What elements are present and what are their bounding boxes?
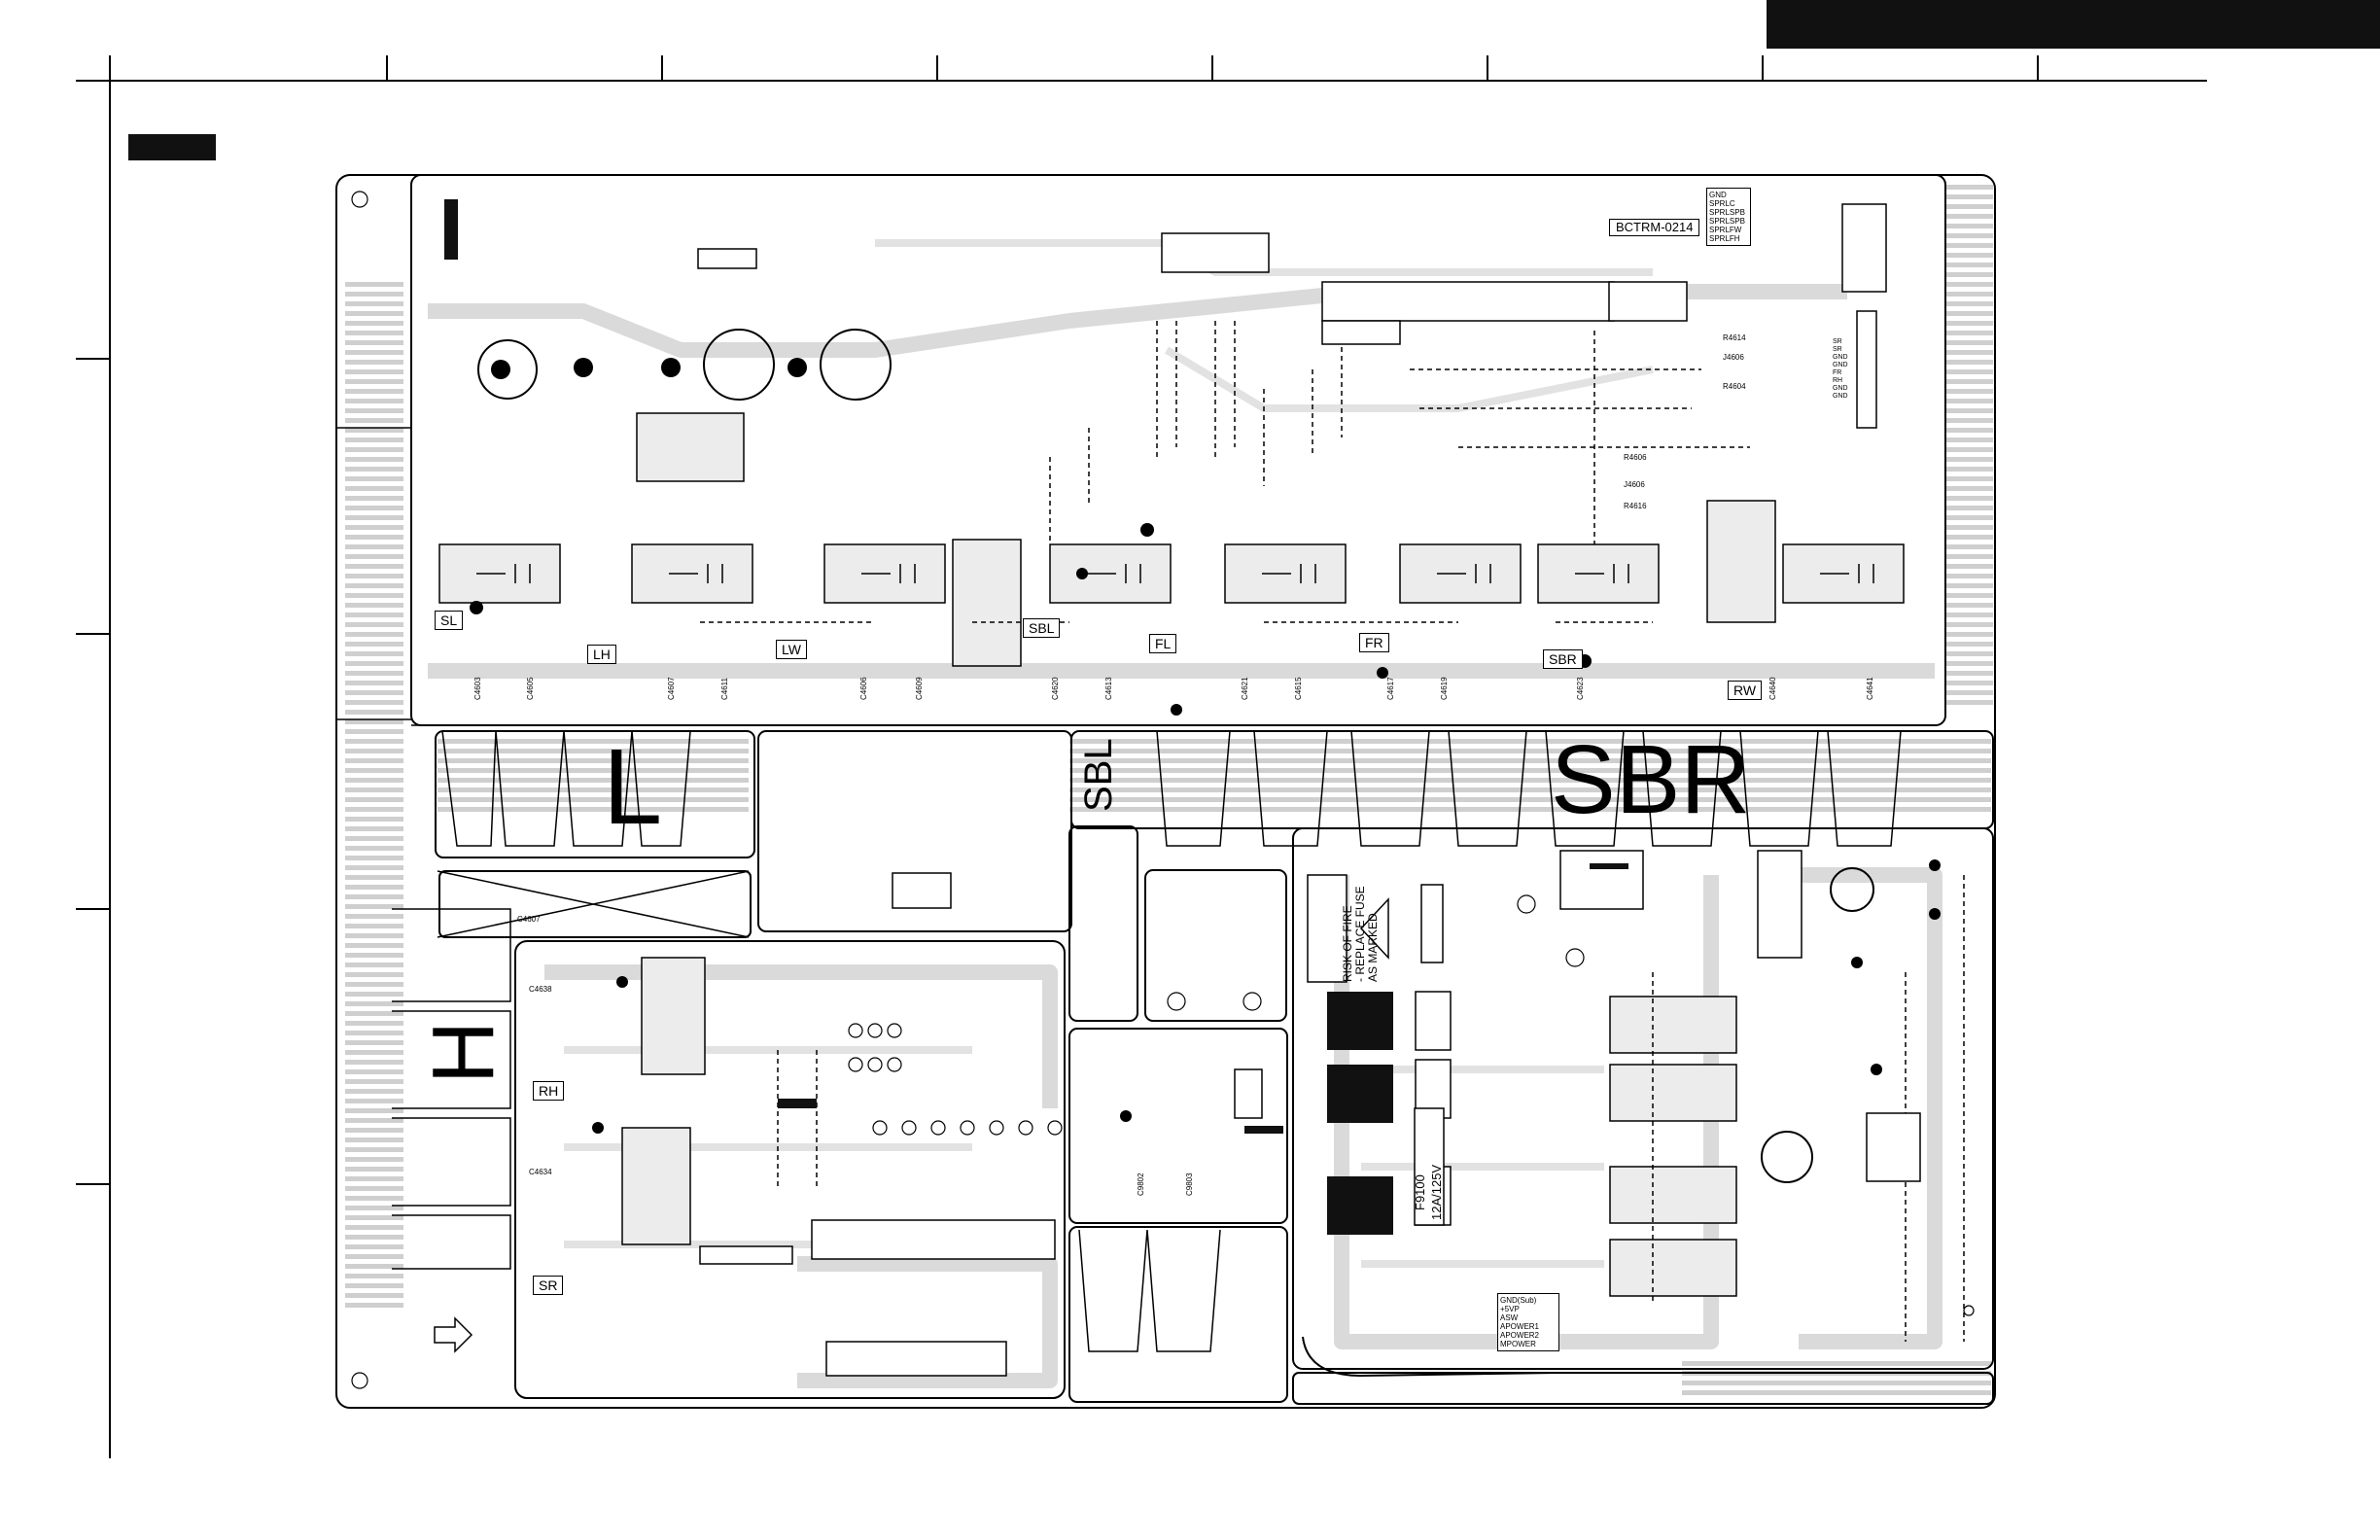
cap-ref: C9802 xyxy=(1137,1172,1145,1196)
big-label-SBR: SBR xyxy=(1551,725,1751,834)
cap-ref: C4615 xyxy=(1294,677,1303,700)
channel-label-FL: FL xyxy=(1149,634,1177,653)
cap-ref: C4641 xyxy=(1866,677,1874,700)
channel-label-SR: SR xyxy=(533,1276,564,1295)
heatsink-right xyxy=(1944,180,1993,705)
heatsink-strip-bottom xyxy=(1682,1361,1991,1400)
main-section xyxy=(410,174,1946,726)
cap-ref: C4607 xyxy=(517,915,541,924)
heatsink-strip-left xyxy=(438,739,749,817)
direction-arrow-icon xyxy=(434,1316,473,1353)
column-mark xyxy=(936,55,938,82)
cap-ref: C4617 xyxy=(1386,677,1395,700)
column-mark xyxy=(2037,55,2039,82)
part-number: BCTRM-0214 xyxy=(1609,219,1700,236)
channel-label-RH: RH xyxy=(533,1081,565,1101)
section-tag xyxy=(128,134,216,160)
column-mark xyxy=(386,55,388,82)
fuse-rating: 12A/125V xyxy=(1429,1164,1444,1220)
channel-label-LH: LH xyxy=(587,645,616,664)
cap-ref: C4621 xyxy=(1241,677,1249,700)
row-mark xyxy=(76,358,109,360)
fuse-ref: F9100 xyxy=(1413,1174,1427,1210)
big-label-L: L xyxy=(603,727,663,847)
connector-pins-right: GND SPRLC SPRLSPB SPRLSPB SPRLFW SPRLFH xyxy=(1706,188,1751,246)
cap-ref: C9803 xyxy=(1185,1172,1194,1196)
big-label-SBL: SBL xyxy=(1077,738,1120,812)
channel-label-SL: SL xyxy=(435,611,464,630)
row-mark xyxy=(76,633,109,635)
cap-ref: C4607 xyxy=(667,677,676,700)
channel-label-LW: LW xyxy=(776,640,807,659)
cap-ref: C4611 xyxy=(720,678,729,700)
connector-pins-mid: SR SR GND GND FR RH GND GND xyxy=(1833,338,1848,400)
resistor-ref: J4606 xyxy=(1624,480,1645,489)
heatsink-strip-right xyxy=(1069,739,1991,817)
cap-ref: C4603 xyxy=(473,677,482,700)
cap-ref: C4620 xyxy=(1051,677,1060,700)
warning-triangle-icon xyxy=(1359,897,1389,960)
column-mark xyxy=(1762,55,1764,82)
column-mark xyxy=(661,55,663,82)
channel-label-SBL: SBL xyxy=(1023,618,1061,638)
resistor-ref: R4616 xyxy=(1624,502,1647,510)
heatsink-left xyxy=(345,282,403,1312)
channel-label-FR: FR xyxy=(1359,633,1389,652)
cap-ref: C4605 xyxy=(526,677,535,700)
power-pins: GND(Sub) +5VP ASW APOWER1 APOWER2 MPOWER xyxy=(1497,1293,1559,1351)
cap-ref: C4634 xyxy=(529,1168,552,1176)
cap-ref: C4623 xyxy=(1576,677,1585,700)
cap-ref: C4619 xyxy=(1440,677,1449,700)
top-rule xyxy=(76,80,2207,82)
resistor-ref: R4614 xyxy=(1723,333,1746,342)
header-bar xyxy=(1767,0,2380,49)
row-mark xyxy=(76,908,109,910)
cap-ref: C4638 xyxy=(529,985,552,994)
column-mark xyxy=(1487,55,1488,82)
cap-ref: C4640 xyxy=(1768,677,1777,700)
channel-label-SBR: SBR xyxy=(1543,649,1583,669)
resistor-ref: R4606 xyxy=(1624,453,1647,462)
fuse-box xyxy=(1414,1107,1445,1226)
column-mark xyxy=(1211,55,1213,82)
row-mark xyxy=(76,1183,109,1185)
fuse-warning-text: RISK OF FIRE - REPLACE FUSE AS MARKED xyxy=(1341,886,1380,982)
fuse-warning-box xyxy=(1307,874,1348,983)
resistor-ref: J4606 xyxy=(1723,353,1744,362)
big-label-H: H xyxy=(415,1021,512,1084)
cap-ref: C4609 xyxy=(915,677,924,700)
left-rule xyxy=(109,55,111,1458)
resistor-ref: R4604 xyxy=(1723,382,1746,391)
channel-label-RW: RW xyxy=(1728,681,1763,700)
cap-ref: C4606 xyxy=(859,677,868,700)
cap-ref: C4613 xyxy=(1104,677,1113,700)
